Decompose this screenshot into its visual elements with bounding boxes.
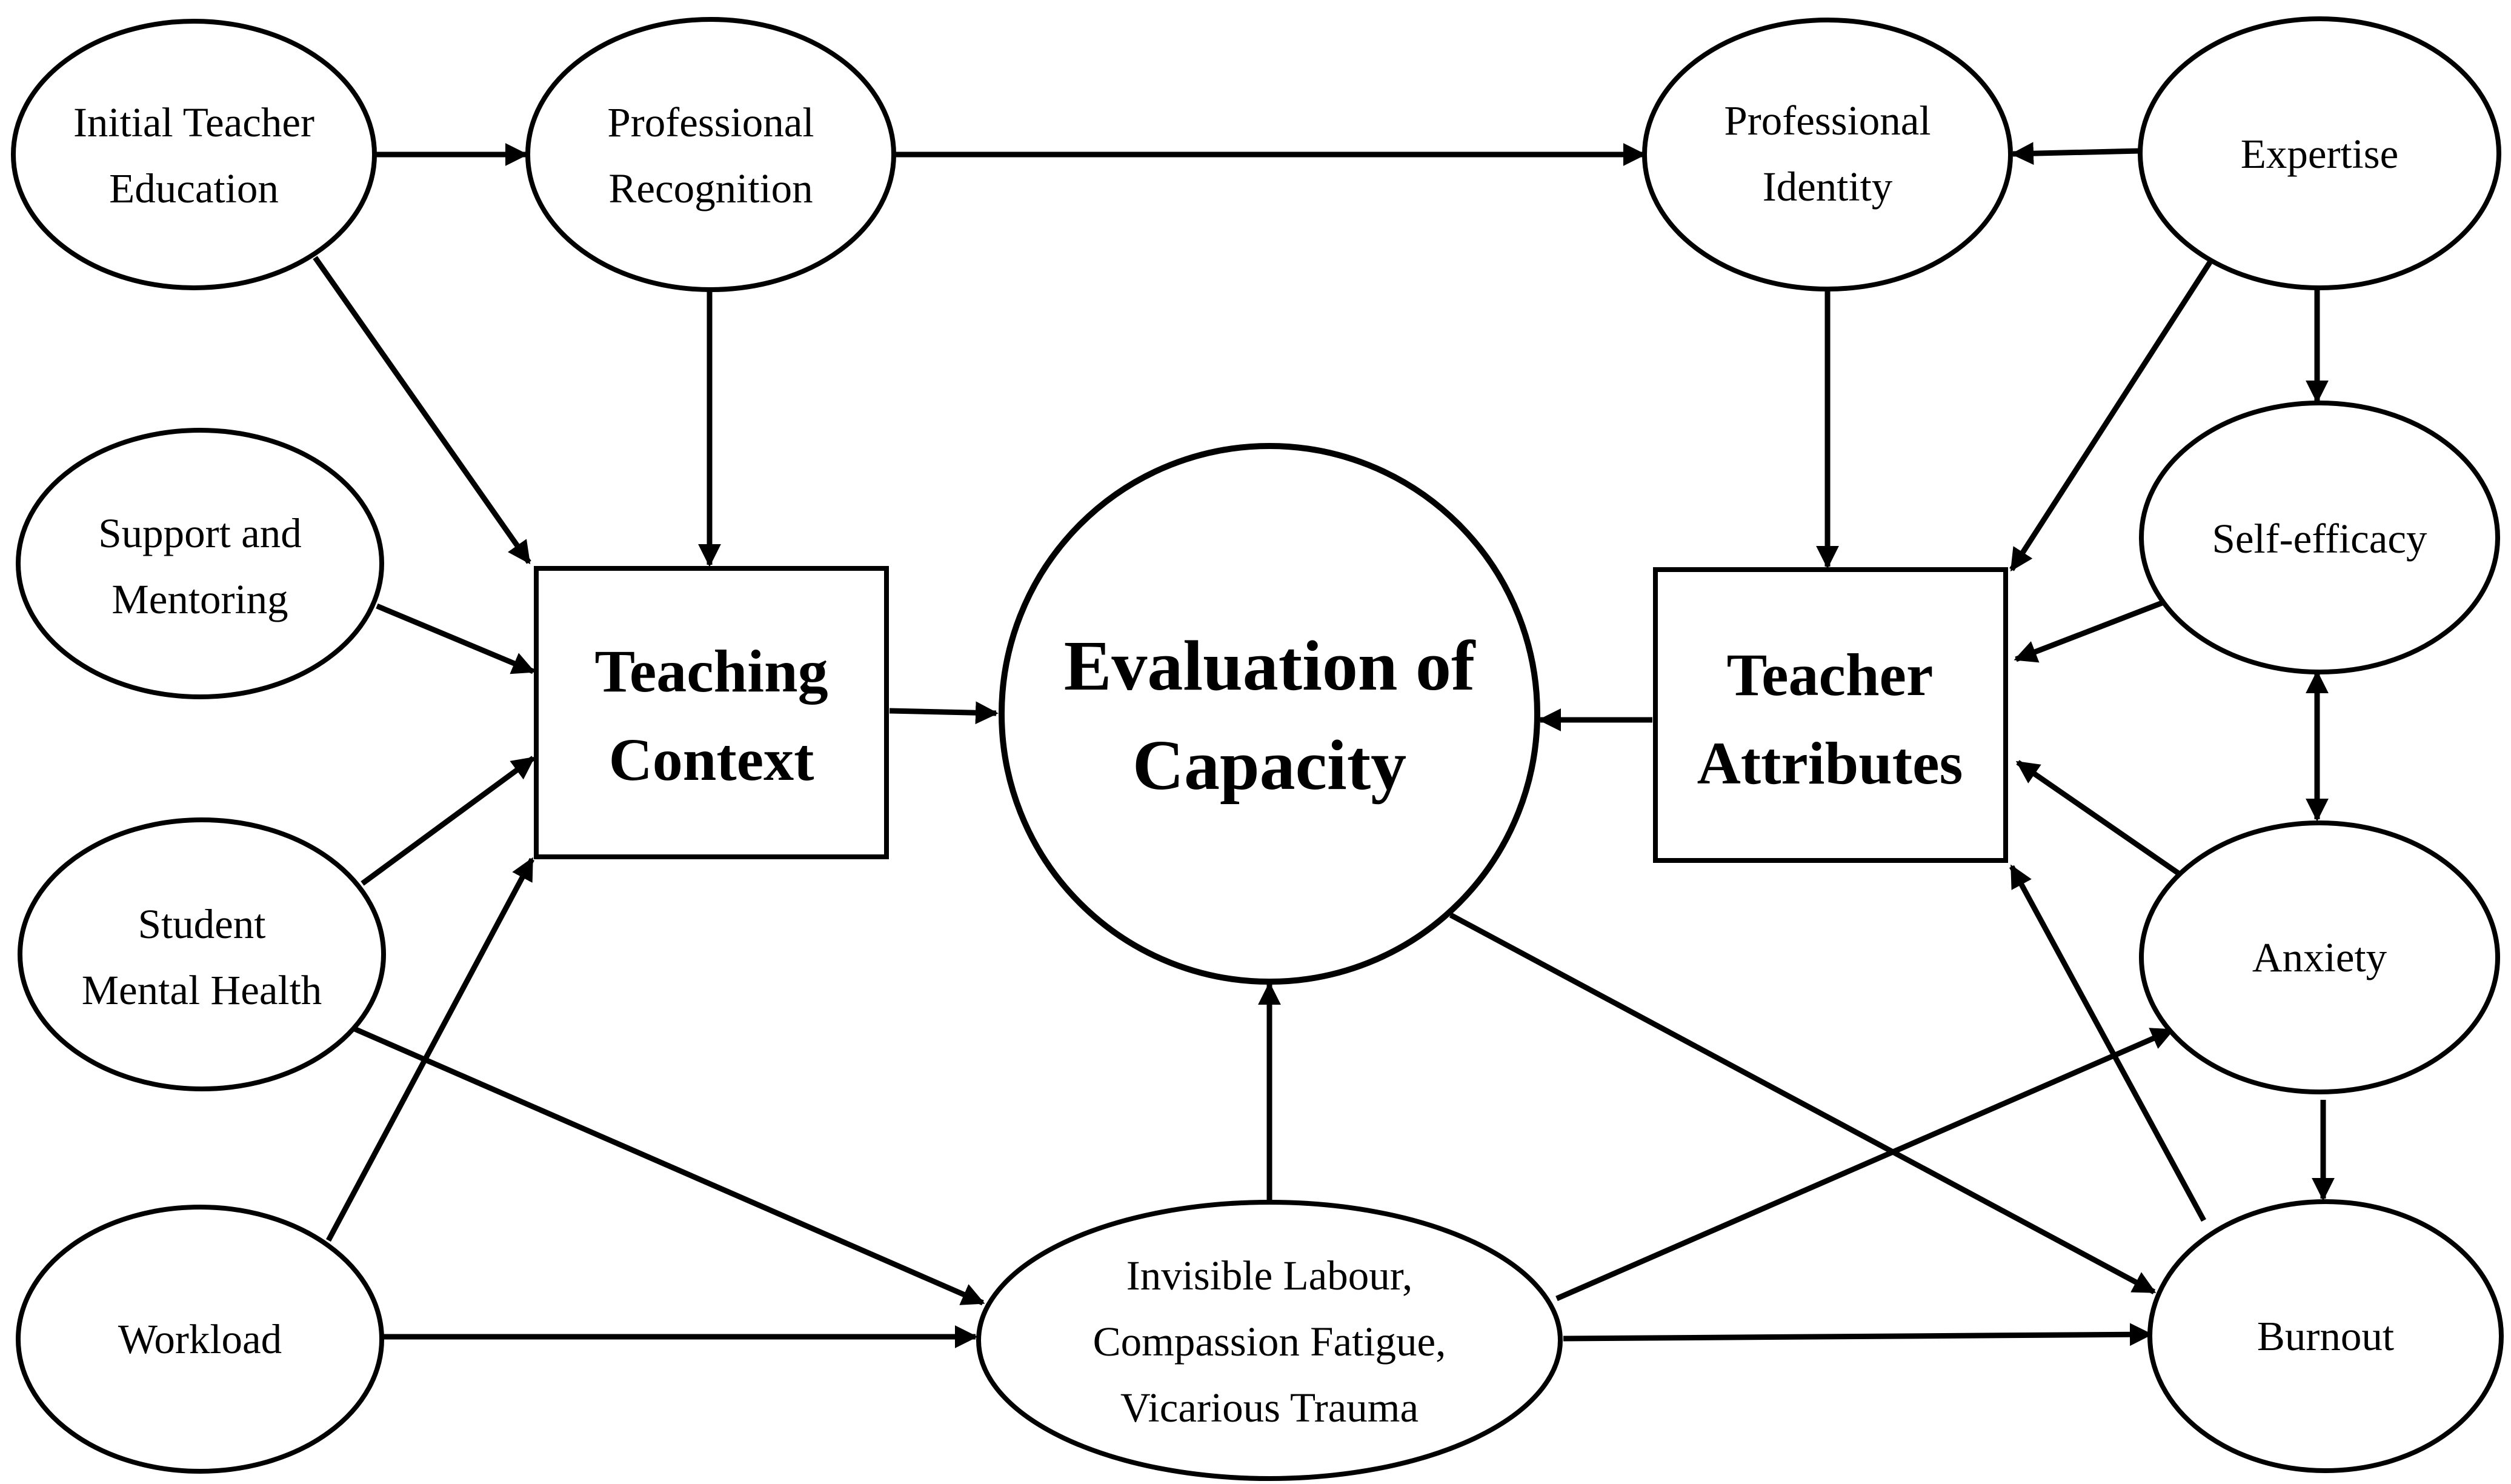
node-label: Capacity	[1132, 725, 1406, 805]
node-label: Mental Health	[82, 967, 322, 1013]
node-label: Mentoring	[111, 576, 288, 622]
node-burnout: Burnout	[2147, 1199, 2504, 1473]
edge-evaluation-to-burnout	[1449, 913, 2157, 1294]
node-shape	[2139, 820, 2500, 1094]
node-support-and-mentoring: Support and Mentoring	[16, 428, 384, 699]
node-label: Anxiety	[2252, 934, 2387, 980]
node-shape	[16, 428, 384, 699]
edge-ite-to-teaching-context	[313, 256, 531, 565]
edge-invisible-labour-to-anxiety	[1555, 1027, 2175, 1302]
node-label: Teacher	[1727, 641, 1934, 708]
node-shape	[525, 17, 896, 292]
node-shape	[2147, 1199, 2504, 1473]
node-professional-identity: Professional Identity	[1642, 18, 2013, 291]
node-label: Identity	[1763, 164, 1893, 210]
node-label: Attributes	[1697, 730, 1963, 797]
node-invisible-labour: Invisible Labour, Compassion Fatigue, Vi…	[976, 1200, 1563, 1481]
edge-burnout-to-teacher-attributes	[2009, 864, 2206, 1222]
edge-workload-to-teaching-context	[326, 857, 534, 1242]
node-label: Education	[109, 165, 279, 211]
node-shape	[11, 19, 377, 290]
edges	[313, 142, 2335, 1348]
node-student-mental-health: Student Mental Health	[18, 817, 386, 1091]
node-shape	[2139, 401, 2500, 674]
node-label: Invisible Labour,	[1126, 1253, 1412, 1299]
node-shape	[2138, 16, 2501, 290]
node-teaching-context: Teaching Context	[534, 566, 889, 859]
edge-invisible-labour-to-burnout	[1563, 1323, 2153, 1346]
node-label: Workload	[118, 1316, 282, 1362]
edge-anxiety-to-teacher-attributes	[2015, 760, 2180, 876]
node-label: Student	[138, 901, 266, 947]
node-label: Professional	[1724, 98, 1931, 144]
edge-expertise-to-identity	[2010, 142, 2141, 165]
node-evaluation-of-capacity: Evaluation of Capacity	[999, 443, 1540, 985]
node-label: Expertise	[2241, 131, 2399, 177]
node-shape	[1653, 567, 2008, 863]
node-label: Evaluation of	[1064, 626, 1476, 705]
node-label: Teaching	[594, 637, 828, 705]
edge-teaching-context-to-evaluation	[889, 701, 999, 725]
node-shape	[1642, 18, 2013, 291]
node-workload: Workload	[16, 1205, 384, 1474]
node-label: Vicarious Trauma	[1120, 1385, 1418, 1431]
edge-student-mh-to-invisible-labour	[352, 1025, 985, 1306]
node-label: Recognition	[608, 165, 813, 211]
node-self-efficacy: Self-efficacy	[2139, 401, 2500, 674]
node-label: Self-efficacy	[2212, 516, 2427, 562]
node-label: Compassion Fatigue,	[1093, 1319, 1446, 1365]
node-anxiety: Anxiety	[2139, 820, 2500, 1094]
node-label: Professional	[607, 99, 814, 145]
node-shape	[18, 817, 386, 1091]
edge-support-to-teaching-context	[376, 603, 536, 674]
node-initial-teacher-education: Initial Teacher Education	[11, 19, 377, 290]
node-professional-recognition: Professional Recognition	[525, 17, 896, 292]
node-shape	[16, 1205, 384, 1474]
node-shape	[999, 443, 1540, 985]
node-label: Initial Teacher	[73, 99, 314, 145]
edge-student-mh-to-teaching-context	[361, 756, 536, 886]
node-shape	[534, 566, 889, 859]
node-label: Context	[609, 726, 814, 793]
edge-self-efficacy-to-teacher-attributes	[2014, 600, 2163, 663]
edge-expertise-to-teacher-attributes	[2009, 261, 2212, 572]
node-label: Burnout	[2257, 1313, 2394, 1359]
node-teacher-attributes: Teacher Attributes	[1653, 567, 2008, 863]
node-shape	[976, 1200, 1563, 1481]
node-expertise: Expertise	[2138, 16, 2501, 290]
node-label: Support and	[98, 510, 301, 556]
